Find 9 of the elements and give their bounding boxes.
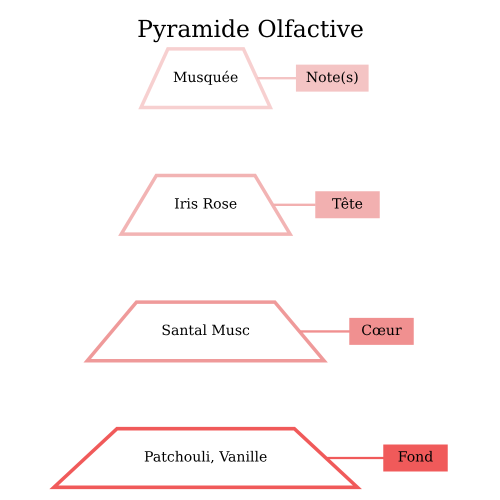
node-box: Fond — [382, 444, 448, 471]
connector — [326, 456, 384, 459]
connector — [299, 330, 350, 332]
connector — [256, 76, 296, 79]
node-box: Cœur — [348, 317, 414, 344]
connector — [272, 203, 315, 206]
diagram-title: Pyramide Olfactive — [136, 14, 364, 43]
node-box: Note(s) — [295, 64, 368, 92]
node-box: Tête — [314, 190, 380, 218]
